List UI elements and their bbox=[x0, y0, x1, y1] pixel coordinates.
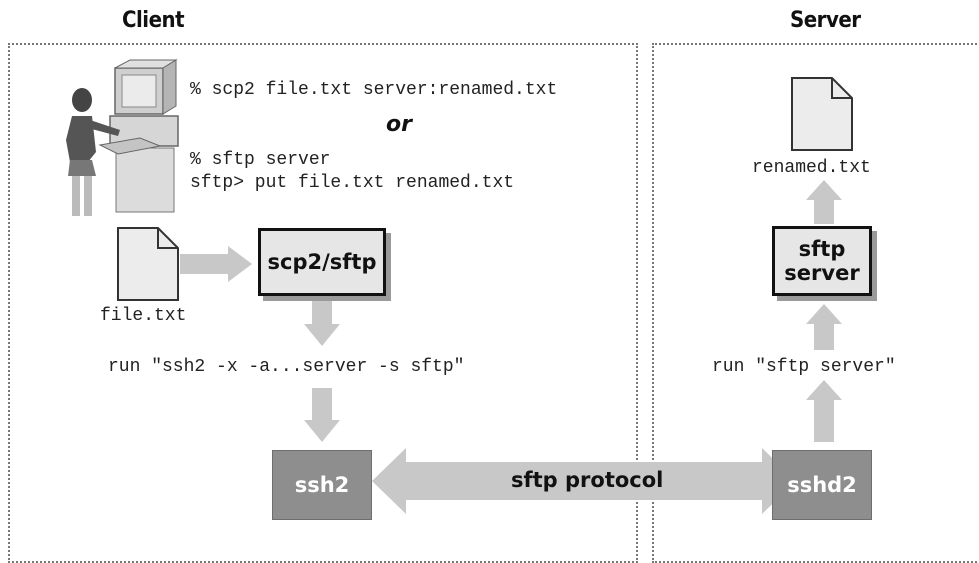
client-file-icon bbox=[117, 227, 179, 301]
user-at-computer-icon bbox=[66, 59, 179, 216]
server-program-label-line2: server bbox=[784, 261, 860, 285]
sftp-command: % sftp server bbox=[190, 150, 331, 170]
arrow-client-down-2 bbox=[304, 388, 340, 442]
arrow-server-up-1 bbox=[806, 380, 842, 442]
arrow-client-down-1 bbox=[304, 300, 340, 346]
scp-command: % scp2 file.txt server:renamed.txt bbox=[190, 80, 558, 100]
sftp-protocol-label: sftp protocol bbox=[511, 468, 664, 492]
server-run-command: run "sftp server" bbox=[712, 357, 896, 377]
client-file-name: file.txt bbox=[100, 306, 187, 326]
client-program-label: scp2/sftp bbox=[267, 249, 377, 274]
arrow-server-up-3 bbox=[806, 180, 842, 224]
server-program-label-line1: sftp bbox=[798, 236, 846, 261]
server-region-label: Server bbox=[790, 8, 861, 33]
client-program-box: scp2/sftp bbox=[258, 228, 386, 296]
server-file-icon bbox=[791, 77, 853, 151]
or-label: or bbox=[386, 112, 412, 137]
client-ssh-label: ssh2 bbox=[294, 473, 350, 497]
client-run-command: run "ssh2 -x -a...server -s sftp" bbox=[108, 357, 465, 377]
client-ssh-box: ssh2 bbox=[272, 450, 372, 520]
server-sshd-label: sshd2 bbox=[787, 473, 857, 497]
server-sshd-box: sshd2 bbox=[772, 450, 872, 520]
put-command: sftp> put file.txt renamed.txt bbox=[190, 173, 515, 193]
server-program-box: sftp server bbox=[772, 226, 872, 296]
arrow-file-to-client bbox=[180, 246, 252, 282]
server-file-name: renamed.txt bbox=[752, 158, 871, 178]
arrow-server-up-2 bbox=[806, 304, 842, 350]
client-region-label: Client bbox=[122, 8, 185, 33]
arrow-sftp-protocol bbox=[372, 448, 796, 514]
